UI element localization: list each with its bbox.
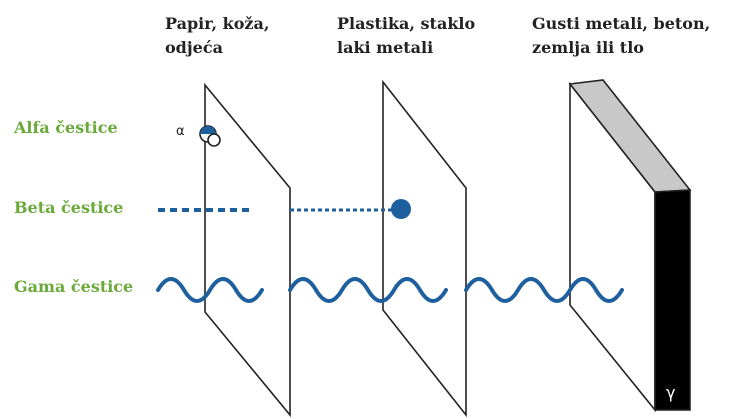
- barrier-label-metal-line2: zemlja ili tlo: [532, 38, 644, 57]
- gamma-symbol: γ: [666, 383, 676, 402]
- barrier-label-metal: Gusti metali, beton, zemlja ili tlo: [532, 12, 710, 60]
- barrier-label-metal-line1: Gusti metali, beton,: [532, 14, 711, 33]
- alpha-particle: [199, 125, 221, 147]
- gamma-wave-segment-2: [288, 277, 448, 303]
- beta-label: Beta čestice: [14, 198, 124, 217]
- barrier-label-paper: Papir, koža, odjeća: [165, 12, 269, 60]
- barrier-label-paper-line1: Papir, koža,: [165, 14, 270, 33]
- beta-particle: [391, 199, 411, 219]
- alpha-symbol: α: [176, 124, 185, 139]
- barrier-label-plastic-line2: laki metali: [337, 38, 434, 57]
- alpha-label: Alfa čestice: [14, 118, 118, 137]
- barrier-label-paper-line2: odjeća: [165, 38, 223, 57]
- gamma-wave-segment-1: [156, 277, 264, 303]
- barrier-label-plastic-line1: Plastika, staklo: [337, 14, 476, 33]
- barrier-paper-sheet: [204, 82, 291, 418]
- barrier-metal-slab-side: [654, 189, 691, 411]
- gamma-wave-segment-3: [464, 277, 624, 303]
- barrier-plastic-sheet: [382, 79, 467, 418]
- gamma-label: Gama čestice: [14, 277, 134, 296]
- barrier-label-plastic: Plastika, staklo laki metali: [337, 12, 475, 60]
